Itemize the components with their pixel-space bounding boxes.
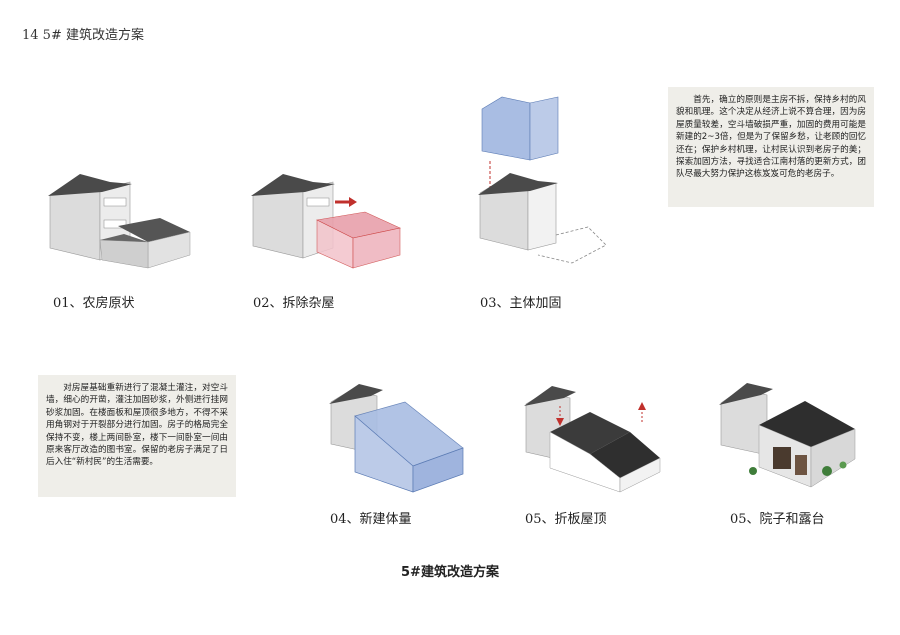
principle-note: 首先，确立的原则是主房不拆，保持乡村的风貌和肌理。这个决定从经济上说不算合理，因… <box>668 87 874 207</box>
principle-note-text: 首先，确立的原则是主房不拆，保持乡村的风貌和肌理。这个决定从经济上说不算合理，因… <box>676 95 867 180</box>
reinforcement-note: 对房屋基础重新进行了混凝土灌注，对空斗墙，细心的开凿，灌注加固砂浆，外侧进行挂网… <box>38 375 236 497</box>
step1-caption: 01、农房原状 <box>53 296 135 311</box>
page-header: 14 5# 建筑改造方案 <box>22 28 144 43</box>
step5-folded-roof-illustration <box>524 386 661 493</box>
step6-caption: 05、院子和露台 <box>730 512 825 527</box>
step4-new-volume-illustration <box>329 384 464 493</box>
step3-caption: 03、主体加固 <box>480 296 562 311</box>
step1-farmhouse-illustration <box>48 174 191 269</box>
step6-courtyard-terrace-illustration <box>719 383 856 488</box>
step3-reinforcement-illustration <box>478 96 607 264</box>
reinforcement-note-text: 对房屋基础重新进行了混凝土灌注，对空斗墙，细心的开凿，灌注加固砂浆，外侧进行挂网… <box>46 383 228 468</box>
step2-demolition-illustration <box>251 174 401 269</box>
step5-caption: 05、折板屋顶 <box>525 512 607 527</box>
step2-caption: 02、拆除杂屋 <box>253 296 335 311</box>
figure-title: 5#建筑改造方案 <box>401 565 499 580</box>
step4-caption: 04、新建体量 <box>330 512 412 527</box>
